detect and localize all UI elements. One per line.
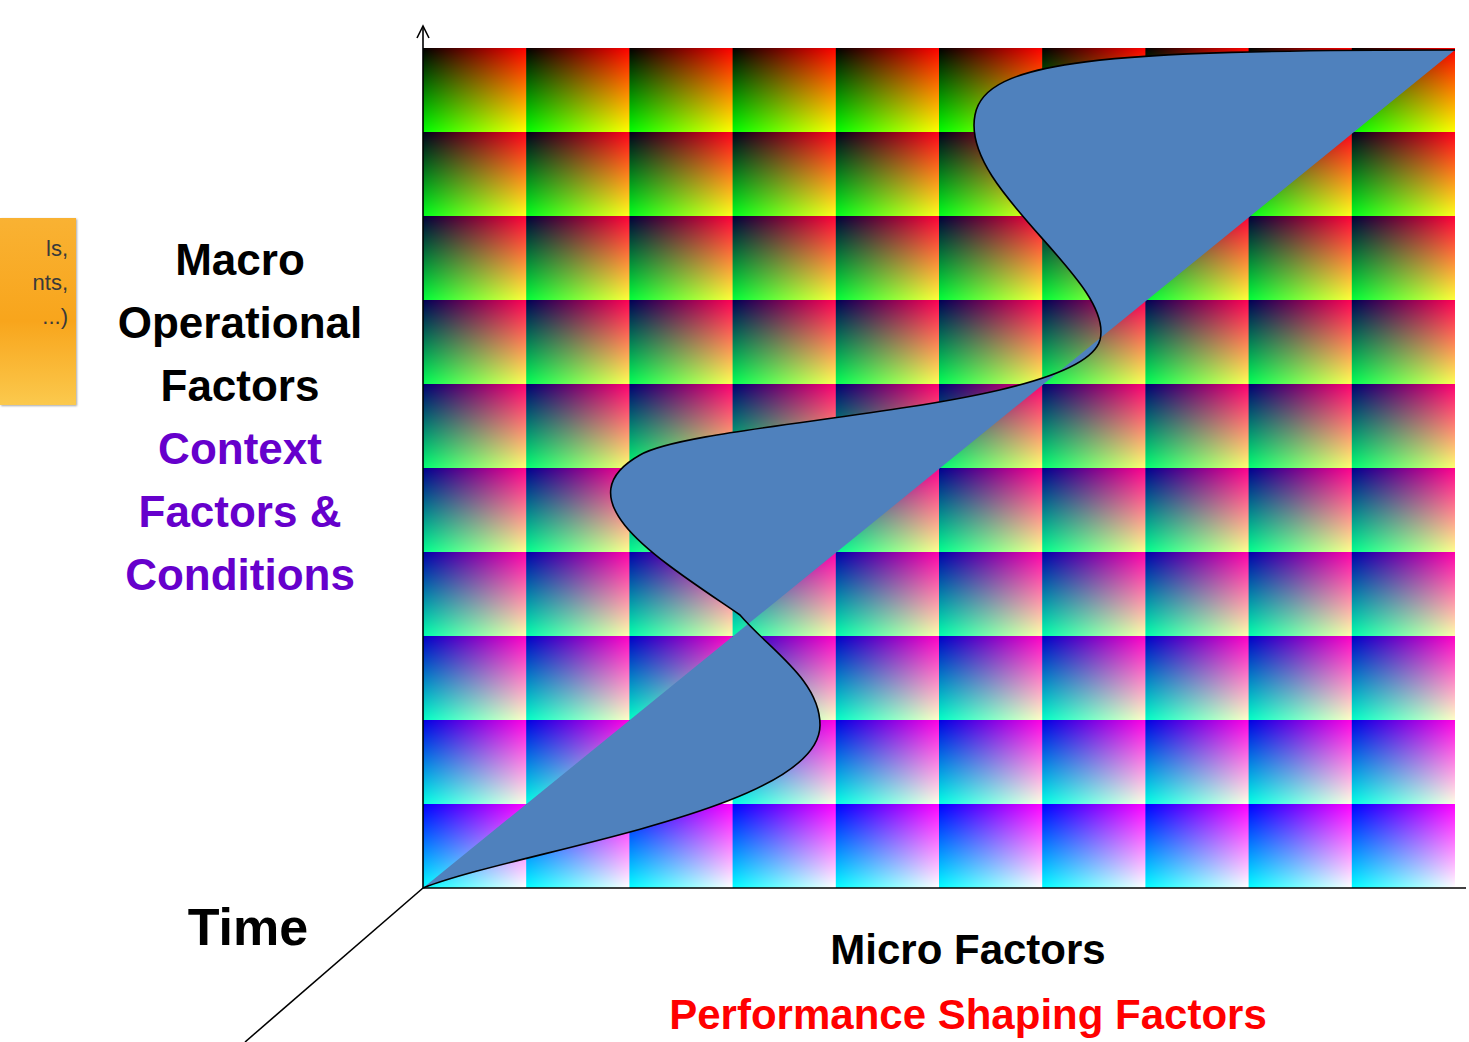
axis-title-wrap: Time <box>133 894 363 960</box>
vertical-axis <box>422 26 424 888</box>
s-curve-outline <box>423 50 1455 888</box>
axis-arrowhead <box>417 26 429 38</box>
note-text: ls, nts, ...) <box>12 232 68 334</box>
grid-blue-row <box>423 552 1455 636</box>
axis-subtitle-wrap: Performance Shaping Factors <box>518 987 1418 1042</box>
horizontal-axis <box>423 887 1466 889</box>
grid-blue-row <box>423 300 1455 384</box>
note-box: ls, nts, ...) <box>0 218 76 405</box>
axis-title: Time <box>133 894 363 960</box>
grid-blue <box>423 48 1455 888</box>
grid-green <box>423 48 1455 888</box>
axis-subtitle-wrap: Context Factors & Conditions <box>90 417 390 606</box>
grid-base <box>423 48 1455 888</box>
s-curve-area <box>423 50 1455 888</box>
axis-subtitle: Context Factors & Conditions <box>90 417 390 606</box>
axis-title-wrap: Macro Operational Factors <box>90 228 390 417</box>
grid-blue-row <box>423 636 1455 720</box>
axis-title: Micro Factors <box>568 922 1368 978</box>
grid-blue-row <box>423 216 1455 300</box>
grid-blue-row <box>423 468 1455 552</box>
color-grid <box>423 48 1455 888</box>
axis-title-wrap: Micro Factors <box>568 922 1368 978</box>
axis-title: Macro Operational Factors <box>90 228 390 417</box>
axis-subtitle: Performance Shaping Factors <box>518 987 1418 1042</box>
grid-red <box>423 48 1455 888</box>
